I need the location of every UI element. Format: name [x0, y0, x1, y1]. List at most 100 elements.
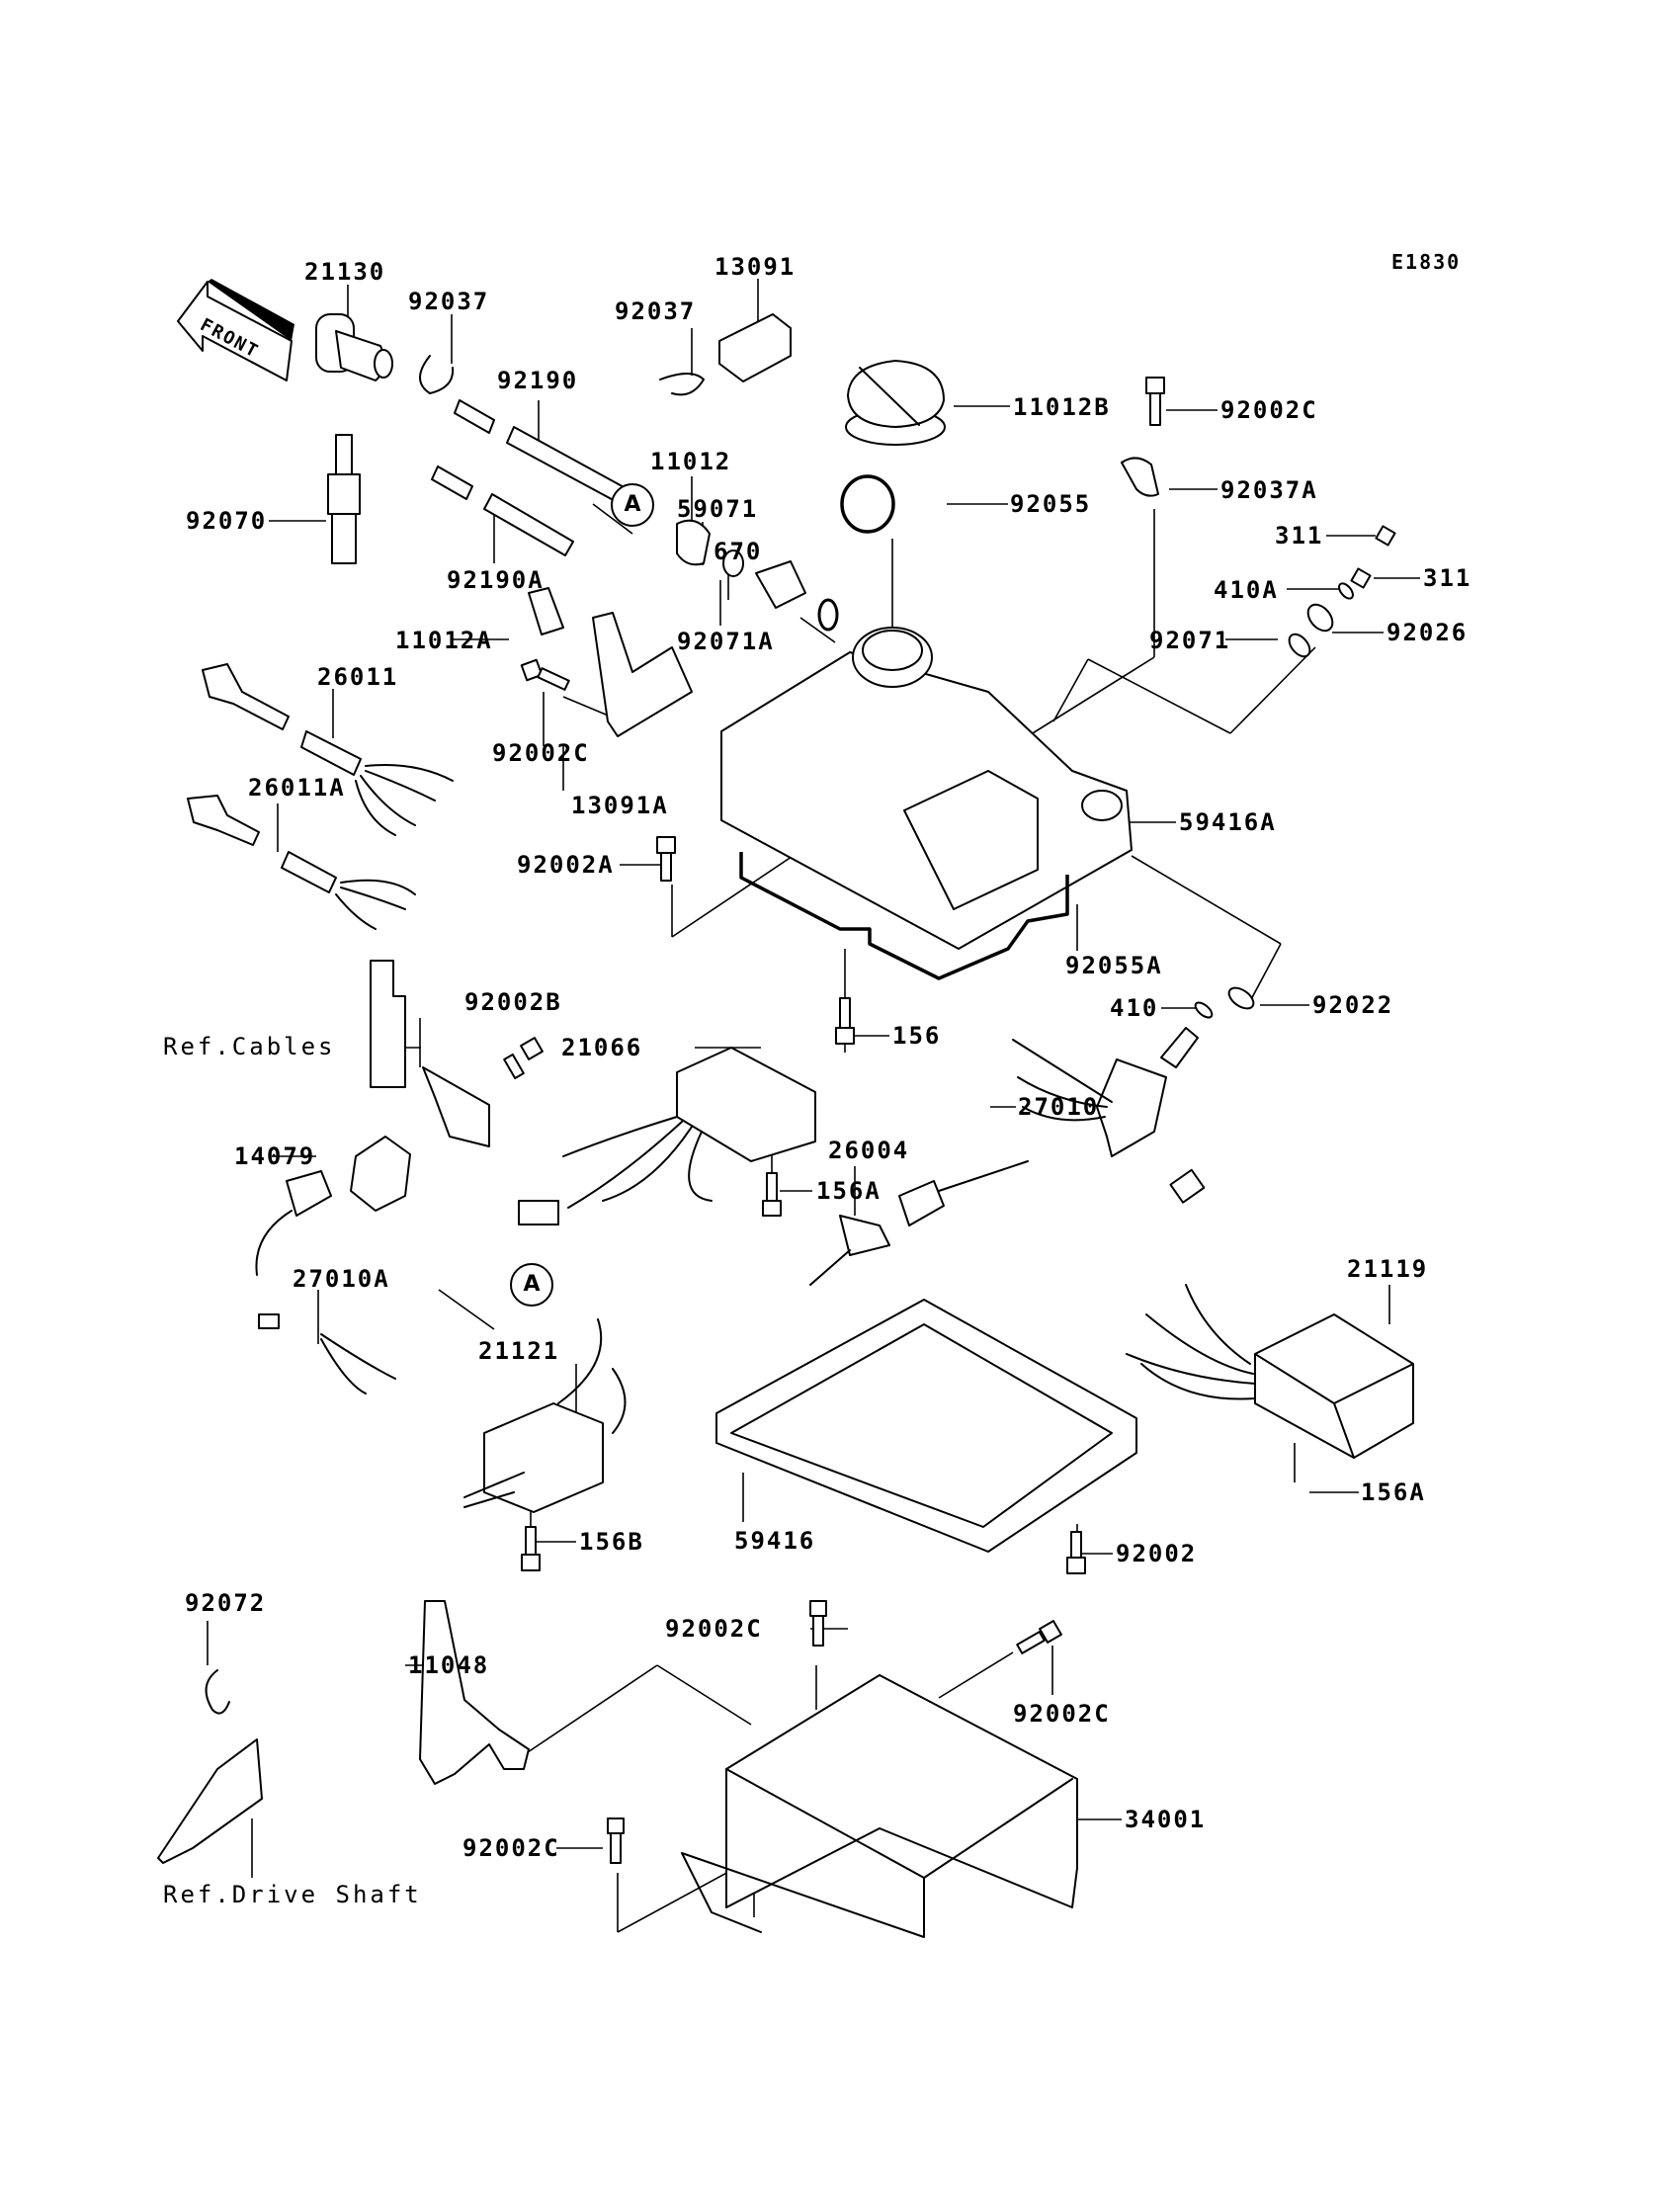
part-label-92190[interactable]: 92190	[497, 367, 579, 394]
part-label-21119[interactable]: 21119	[1347, 1255, 1429, 1283]
part-label-11012[interactable]: 11012	[650, 448, 732, 475]
part-label-27010[interactable]: 27010	[1018, 1093, 1100, 1121]
part-label-92002C[interactable]: 92002C	[665, 1615, 763, 1643]
cap-11012A-drawing	[528, 587, 564, 635]
part-label-156[interactable]: 156	[892, 1022, 942, 1050]
part-label-92002[interactable]: 92002	[1116, 1540, 1198, 1567]
part-label-410[interactable]: 410	[1110, 994, 1159, 1022]
clamp-92037-drawing	[419, 355, 455, 394]
bolt-92002A-drawing	[656, 836, 676, 882]
cdi-unit-21119-drawing	[1126, 1168, 1414, 1459]
part-label-26011A[interactable]: 26011A	[248, 774, 346, 802]
washer-410A-drawing	[1338, 582, 1354, 600]
washer-410-drawing	[1194, 1001, 1214, 1019]
clamp-92072-drawing	[205, 1669, 230, 1715]
part-label-21130[interactable]: 21130	[304, 258, 386, 286]
part-label-26004[interactable]: 26004	[828, 1137, 910, 1164]
part-label-156B[interactable]: 156B	[579, 1528, 644, 1556]
part-label-156A[interactable]: 156A	[1361, 1479, 1426, 1506]
leader-92071-link3	[1052, 658, 1089, 722]
part-label-59416A[interactable]: 59416A	[1179, 808, 1277, 836]
cap-11012B-drawing	[845, 360, 946, 446]
o-ring-670-drawing	[817, 598, 839, 632]
ref-drive-shaft-label: Ref.Drive Shaft	[163, 1881, 422, 1908]
clamp-92037A-drawing	[1121, 457, 1159, 497]
part-label-92002A[interactable]: 92002A	[517, 851, 615, 879]
part-label-92055[interactable]: 92055	[1010, 490, 1092, 518]
leader-92022-link	[1131, 855, 1282, 945]
part-label-59071[interactable]: 59071	[677, 495, 759, 523]
bolt-92002C-3-drawing	[809, 1600, 827, 1647]
front-arrow-icon	[177, 279, 294, 381]
bracket-34001-drawing	[681, 1674, 1078, 1938]
gasket-92055A-drawing	[739, 852, 1069, 980]
part-label-26011[interactable]: 26011	[317, 663, 399, 691]
bracket-11048-drawing	[419, 1600, 530, 1785]
part-label-670[interactable]: 670	[714, 538, 763, 565]
tube-92190-drawing	[454, 399, 629, 505]
nut-311-1-drawing	[1375, 525, 1396, 547]
bracket-ref-cables-drawing	[370, 960, 406, 1088]
leader-11048-link	[524, 1664, 658, 1755]
sensor-27010A-drawing	[255, 1170, 396, 1394]
part-label-92055A[interactable]: 92055A	[1065, 952, 1163, 979]
part-label-92002B[interactable]: 92002B	[464, 988, 562, 1016]
part-label-11012A[interactable]: 11012A	[395, 627, 493, 654]
part-label-13091A[interactable]: 13091A	[571, 792, 669, 819]
part-label-92026[interactable]: 92026	[1386, 619, 1469, 646]
case-59416-drawing	[715, 1299, 1137, 1553]
bracket-plate-drawing	[422, 1066, 490, 1147]
bolt-156A-1-drawing	[762, 1172, 782, 1217]
bolt-156-drawing	[835, 997, 855, 1045]
part-label-92190A[interactable]: 92190A	[447, 566, 545, 594]
part-label-21121[interactable]: 21121	[478, 1337, 560, 1365]
part-label-311[interactable]: 311	[1275, 522, 1324, 549]
part-label-92002C[interactable]: 92002C	[492, 739, 590, 767]
part-label-92002C[interactable]: 92002C	[462, 1834, 560, 1862]
part-label-27010A[interactable]: 27010A	[293, 1265, 390, 1293]
bolt-92002B-drawing	[503, 1037, 544, 1080]
bolt-92002C-1-drawing	[1145, 377, 1165, 426]
cap-11012-drawing	[676, 519, 711, 566]
bracket-13091A-drawing	[592, 612, 693, 737]
plug-cap-21130-drawing	[315, 313, 393, 381]
fitting-59071-drawing	[755, 560, 806, 609]
nut-311-2-drawing	[1350, 567, 1372, 589]
grommet-92026-drawing	[1306, 603, 1334, 633]
leader-670-b	[799, 617, 836, 643]
part-label-13091[interactable]: 13091	[714, 253, 797, 281]
tube-92190A-drawing	[431, 465, 574, 556]
switch-27010-drawing	[1012, 1027, 1199, 1157]
part-label-92037[interactable]: 92037	[615, 297, 697, 325]
part-label-92037A[interactable]: 92037A	[1220, 476, 1318, 504]
spark-plug-92070-drawing	[327, 434, 361, 564]
part-label-34001[interactable]: 34001	[1125, 1806, 1207, 1833]
part-label-92070[interactable]: 92070	[186, 507, 268, 535]
part-label-11048[interactable]: 11048	[408, 1651, 490, 1679]
part-label-59416[interactable]: 59416	[734, 1527, 816, 1555]
leader-92002C-4d	[938, 1651, 1014, 1699]
part-label-410A[interactable]: 410A	[1214, 576, 1279, 604]
bracket-ref-drive-shaft-drawing	[157, 1738, 263, 1864]
callout-a-lower: A	[510, 1263, 553, 1307]
part-label-21066[interactable]: 21066	[561, 1034, 643, 1061]
part-label-14079[interactable]: 14079	[234, 1142, 316, 1170]
part-label-92071A[interactable]: 92071A	[677, 628, 775, 655]
part-label-92071[interactable]: 92071	[1149, 627, 1231, 654]
grommet-92071A-drawing	[722, 549, 744, 577]
clamp-92037-2-drawing	[659, 373, 705, 396]
part-label-311[interactable]: 311	[1423, 564, 1472, 592]
part-label-92037[interactable]: 92037	[408, 288, 490, 315]
part-label-92072[interactable]: 92072	[185, 1589, 267, 1617]
bolt-92002C-4-drawing	[1016, 1620, 1062, 1654]
part-label-11012B[interactable]: 11012B	[1013, 393, 1111, 421]
o-ring-92055-drawing	[840, 474, 895, 534]
part-label-156A[interactable]: 156A	[816, 1177, 882, 1205]
part-label-92002C[interactable]: 92002C	[1013, 1700, 1111, 1728]
case-59416A-drawing	[720, 627, 1133, 950]
part-label-92002C[interactable]: 92002C	[1220, 396, 1318, 424]
leader-92071-link	[1229, 646, 1316, 734]
ignition-coil-21121-drawing	[463, 1318, 627, 1513]
part-label-92022[interactable]: 92022	[1312, 991, 1394, 1019]
regulator-21066-drawing	[518, 1047, 816, 1225]
